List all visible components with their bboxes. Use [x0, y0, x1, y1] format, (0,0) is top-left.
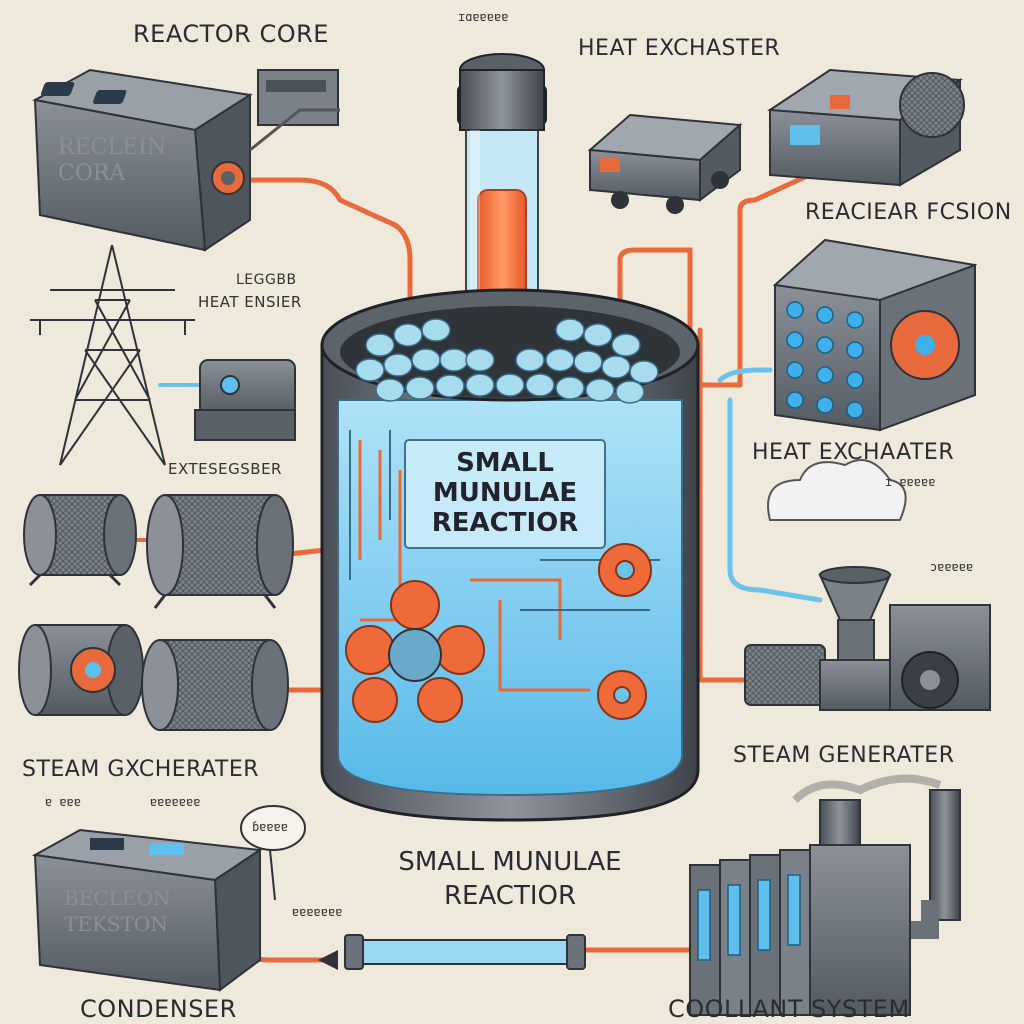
core-box-text: RECLEIN CORA [58, 135, 167, 186]
steam-generator-machine [744, 459, 991, 711]
pipe-right-orange-1 [617, 247, 743, 388]
label-reaciear-fcsion: REACIEAR FCSION [805, 200, 1012, 225]
bottom-title-line-1: SMALL MUNULAE [398, 847, 622, 877]
label-steam-generater: STEAM GENERATER [733, 743, 955, 768]
left-cylinder-1 [23, 494, 137, 587]
reactor-vessel [320, 288, 700, 822]
fission-flower-large [345, 580, 485, 723]
label-leggbb: LEGGBB [236, 272, 297, 288]
bottom-title-line-2: REACTIOR [443, 881, 577, 911]
left-cylinder-2 [146, 494, 294, 609]
pipe-core-to-vessel [227, 177, 413, 313]
label-heat-exchaater: HEAT EXCHAATER [752, 440, 955, 465]
label-heat-ensier: HEAT ENSIER [198, 293, 302, 311]
tag-bottom-mid: ɐɐɐɐɐɐɐ [292, 905, 343, 919]
label-reactor-core: REACTOR CORE [133, 20, 329, 48]
condenser-box-text: BECLEON TEKSTON [64, 886, 171, 936]
left-fan-cylinder [18, 624, 144, 716]
small-pump [194, 359, 296, 441]
fuel-pebbles [355, 318, 659, 404]
tag-right-mid: ɪ ɐɐɐɐɐ [885, 475, 936, 489]
transmission-tower [30, 244, 195, 466]
coolant-system [689, 774, 961, 1016]
label-condenser: CONDENSER [80, 995, 237, 1023]
tag-right-steam: ɔɐɐɐɐɐ [930, 560, 974, 574]
label-coolant-system: COOLLANT SYSTEM [668, 995, 910, 1023]
fusion-unit [767, 68, 965, 187]
label-extesegsber: EXTESEGSBER [168, 460, 282, 478]
heat-exchaster-unit [587, 113, 743, 214]
pipe-right-orange-2 [697, 327, 763, 683]
center-title-line-2: MUNULAE [432, 478, 578, 508]
top-control-unit [249, 69, 340, 152]
label-bubble [240, 805, 306, 901]
label-steam-gxcherater: STEAM GXCHERATER [22, 757, 260, 782]
heat-exchaater-cube [772, 238, 978, 432]
tag-bottom-left: ɐ ɐɐɐ [45, 795, 82, 809]
reactor-core-box [32, 68, 253, 252]
left-cylinder-3 [141, 639, 289, 731]
tag-top-center: ɪɑɐɐɐɐɐ [458, 10, 509, 24]
tag-bottom-left-2: ɐɐɐɐɐɐɐ [150, 795, 201, 809]
condenser-box [31, 828, 263, 992]
coolant-tube [318, 934, 586, 970]
center-title-line-3: REACTIOR [431, 508, 579, 538]
tag-bubble: ɓɐɐɐɐ [252, 820, 289, 834]
center-title-line-1: SMALL [456, 448, 554, 478]
pipe-to-fusion [737, 167, 823, 388]
bottom-title: SMALL MUNULAE REACTIOR [330, 845, 690, 913]
fission-flower-right [597, 543, 652, 720]
pipe-blue-right [717, 367, 823, 603]
center-panel-title: SMALL MUNULAE REACTIOR [405, 448, 605, 538]
label-heat-exchaster: HEAT EXCHASTER [578, 36, 781, 61]
